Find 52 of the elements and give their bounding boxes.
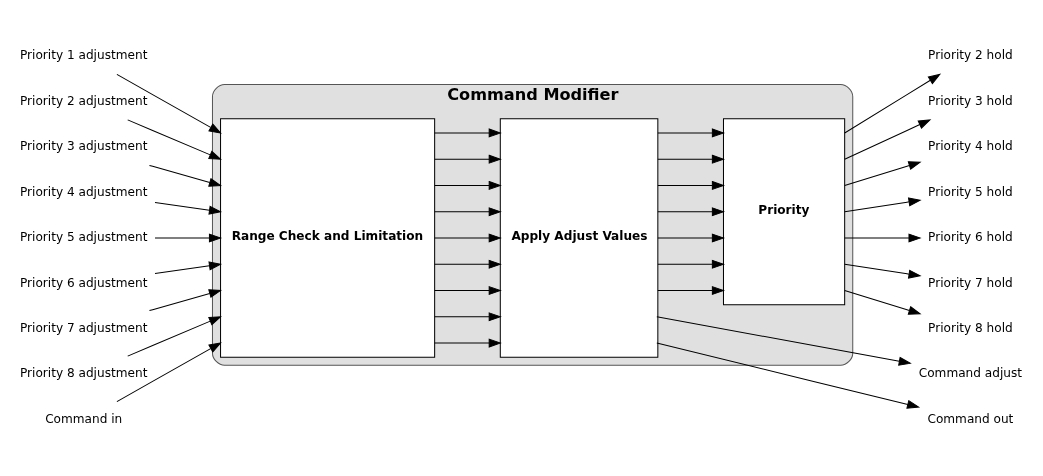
node-text: Priority 2 hold	[928, 48, 1013, 63]
arrow	[844, 73, 942, 134]
arrow	[127, 316, 222, 357]
node-text: Priority 4 hold	[928, 139, 1013, 154]
node-text: Priority 7 hold	[928, 275, 1013, 290]
arrow	[657, 285, 725, 296]
arrow	[434, 233, 502, 243]
arrow	[844, 263, 922, 279]
node-text: Command adjust	[918, 366, 1023, 381]
arrow	[844, 197, 922, 213]
arrow	[656, 316, 912, 366]
node-text: Priority 5 adjustment	[20, 230, 148, 245]
node-text: Priority 3 hold	[928, 93, 1013, 108]
node-text: Priority 2 adjustment	[20, 93, 148, 108]
node-text: Priority 1 adjustment	[20, 48, 148, 63]
node-text: Priority 4 adjustment	[20, 184, 148, 199]
node-text: Priority 8 hold	[928, 321, 1013, 336]
arrow	[844, 290, 922, 315]
arrow	[434, 285, 502, 296]
arrow	[657, 259, 725, 269]
arrow	[434, 312, 502, 322]
arrow	[657, 154, 725, 164]
arrow	[148, 164, 223, 187]
arrow	[116, 73, 222, 134]
arrow	[154, 201, 223, 215]
node-text: Priority 6 adjustment	[20, 275, 148, 290]
arrow	[148, 289, 223, 312]
arrow	[434, 154, 502, 164]
node-text: Priority 6 hold	[928, 230, 1013, 245]
node-text: Priority 3 adjustment	[20, 139, 148, 154]
arrow	[434, 207, 502, 217]
arrow	[116, 342, 222, 403]
arrow	[844, 233, 922, 243]
arrow	[657, 128, 725, 138]
arrow	[127, 119, 222, 160]
arrow	[657, 207, 725, 217]
arrow	[434, 338, 502, 348]
arrow	[844, 119, 932, 160]
node-text: Priority 5 hold	[928, 184, 1013, 199]
arrow	[657, 233, 725, 243]
node-text: Priority 8 adjustment	[20, 366, 148, 381]
arrow	[434, 180, 502, 191]
arrow	[434, 128, 502, 138]
node-text: Command out	[927, 411, 1014, 426]
arrow	[656, 342, 921, 409]
arrow	[154, 261, 223, 275]
arrow	[154, 233, 223, 243]
arrow	[657, 180, 725, 191]
node-text: Priority 7 adjustment	[20, 321, 148, 336]
arrow	[434, 259, 502, 269]
node-text: Command in	[45, 411, 123, 426]
arrow	[844, 161, 922, 186]
